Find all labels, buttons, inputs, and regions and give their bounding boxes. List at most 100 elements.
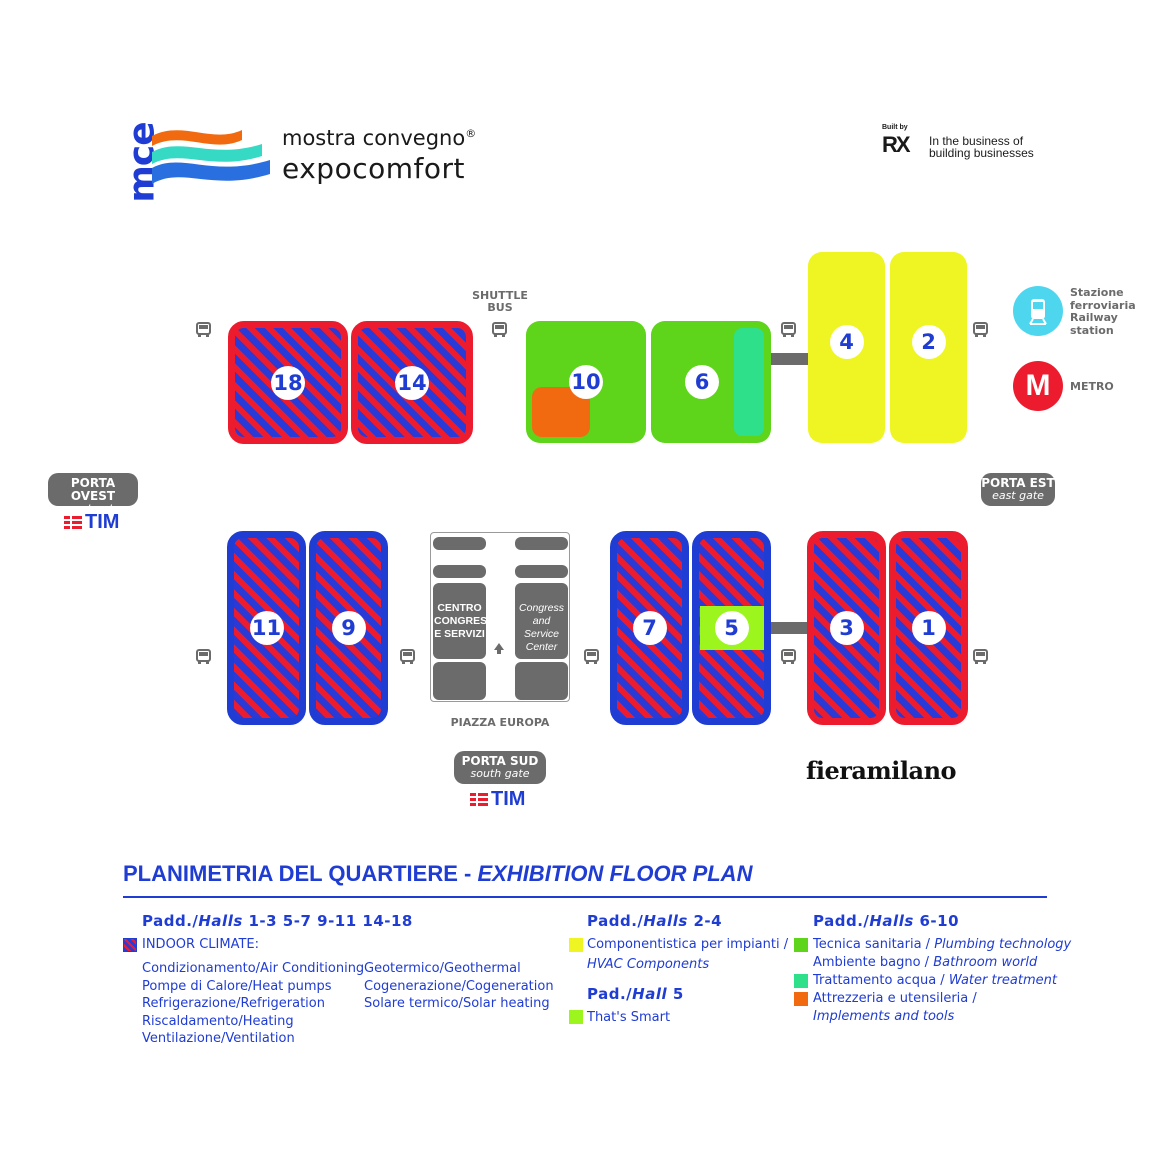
legend-text: Water treatment — [948, 973, 1057, 988]
shuttle-label-1: SHUTTLE — [472, 289, 528, 302]
legend-text: Plumbing technology — [934, 937, 1072, 952]
legend-category: INDOOR CLIMATE: — [142, 937, 259, 952]
legend-group-2-heading: Padd./Halls 2-4 — [587, 912, 722, 930]
rx-logo: Built by RX In the business of building … — [882, 124, 1062, 164]
hall-18[interactable]: 18 — [228, 321, 348, 444]
tim-label: TIM — [491, 788, 526, 811]
station-label-4: station — [1070, 323, 1114, 337]
rx-built-by: Built by — [882, 124, 908, 131]
rx-tagline-1: In the business of — [929, 134, 1024, 148]
legend-group-4-heading: Padd./Halls 6-10 — [813, 912, 959, 930]
heading-part: 2-4 — [687, 912, 723, 930]
hall-6-number: 6 — [685, 365, 719, 399]
gate-south[interactable]: PORTA SUD south gate — [454, 751, 546, 784]
hall-5[interactable]: 5 — [692, 531, 771, 725]
legend-smart: That's Smart — [587, 1010, 671, 1025]
walkway-connector — [771, 353, 808, 365]
station-label-2: ferroviaria — [1070, 298, 1136, 312]
heading-part: Hall — [632, 985, 668, 1003]
gate-west[interactable]: PORTA OVEST west gate — [48, 473, 138, 515]
legend-title: PLANIMETRIA DEL QUARTIERE - EXHIBITION F… — [123, 861, 752, 887]
legend-swatch-plumbing — [794, 938, 808, 952]
arrow-up-icon-stem — [497, 650, 501, 654]
legend-col2-item: Geotermico/Geothermal — [364, 961, 521, 976]
mce-logo: mce mostra convegno® expocomfort — [120, 120, 480, 202]
bus-stop-icon — [400, 649, 415, 664]
hall-2[interactable]: 2 — [890, 252, 967, 443]
hall-3-number: 3 — [829, 611, 864, 645]
legend-plumbing: Tecnica sanitaria / Plumbing technology — [813, 936, 1071, 954]
legend-hvac-en: HVAC Components — [587, 957, 710, 972]
hall-18-number: 18 — [271, 365, 305, 400]
hall-10-number: 10 — [569, 365, 603, 399]
legend-col2-item: Cogenerazione/Cogeneration — [364, 979, 554, 994]
heading-part: Halls — [869, 912, 914, 930]
metro-label: METRO — [1070, 380, 1114, 393]
legend-col2-item: Solare termico/Solar heating — [364, 996, 550, 1011]
legend-swatch-hvac — [569, 938, 583, 952]
legend: PLANIMETRIA DEL QUARTIERE - EXHIBITION F… — [0, 850, 1170, 1080]
congress-block — [515, 565, 568, 578]
bus-stop-icon — [196, 649, 211, 664]
gate-east-name: PORTA EST — [981, 476, 1055, 490]
legend-text: Trattamento acqua / — [813, 973, 949, 988]
hall-7[interactable]: 7 — [610, 531, 689, 725]
walkway-connector — [771, 622, 808, 634]
heading-part: Padd./ — [587, 912, 644, 930]
bus-stop-icon — [492, 322, 507, 337]
fieramilano-logo: fieramilano — [806, 756, 957, 785]
legend-col1-item: Ventilazione/Ventilation — [142, 1031, 295, 1046]
railway-station-icon — [1013, 286, 1063, 336]
legend-col1-item: Refrigerazione/Refrigeration — [142, 996, 325, 1011]
rx-tagline-2: building businesses — [929, 146, 1034, 160]
legend-col1-item: Riscaldamento/Heating — [142, 1014, 294, 1029]
hall-9[interactable]: 9 — [309, 531, 388, 725]
waves-icon — [152, 130, 270, 184]
heading-part: 1-3 5-7 9-11 14-18 — [242, 912, 413, 930]
legend-swatch-implements — [794, 992, 808, 1006]
hall-10[interactable]: 10 — [526, 321, 646, 443]
logo-line1: mostra convegno — [282, 126, 466, 150]
hall-6[interactable]: 6 — [651, 321, 771, 443]
heading-part: Padd./ — [813, 912, 870, 930]
legend-group-3-heading: Pad./Hall 5 — [587, 985, 684, 1003]
heading-part: 6-10 — [913, 912, 960, 930]
legend-title-it: PLANIMETRIA DEL QUARTIERE - — [123, 861, 478, 886]
centro-label-it: CENTRO CONGRESSI E SERVIZI — [434, 602, 498, 640]
legend-title-en: EXHIBITION FLOOR PLAN — [477, 861, 753, 886]
tim-label: TIM — [85, 511, 120, 534]
hall-1[interactable]: 1 — [889, 531, 968, 725]
hall-14[interactable]: 14 — [351, 321, 473, 444]
legend-text: Ambiente bagno / — [813, 955, 934, 970]
legend-swatch-water — [794, 974, 808, 988]
gate-west-sub: west gate — [65, 502, 121, 515]
hall-4[interactable]: 4 — [808, 252, 885, 443]
station-label-3: Railway — [1070, 311, 1118, 324]
hall-6-water-zone — [734, 328, 764, 436]
bus-stop-icon — [196, 322, 211, 337]
congress-block — [433, 565, 486, 578]
gate-south-sub: south gate — [470, 767, 530, 780]
hall-11[interactable]: 11 — [227, 531, 306, 725]
bus-stop-icon — [584, 649, 599, 664]
legend-swatch-smart — [569, 1010, 583, 1024]
legend-text: Tecnica sanitaria / — [813, 937, 935, 952]
heading-part: Halls — [643, 912, 688, 930]
rx-mark: RX — [882, 132, 911, 157]
hall-3[interactable]: 3 — [807, 531, 886, 725]
legend-swatch-indoor-climate — [123, 938, 137, 952]
congress-service-block: Congress and Service Center — [515, 583, 568, 659]
bus-stop-icon — [973, 322, 988, 337]
logo-line2: expocomfort — [282, 152, 465, 185]
bus-stop-icon — [781, 649, 796, 664]
legend-hvac-it: Componentistica per impianti / — [587, 937, 789, 952]
hall-14-number: 14 — [395, 365, 429, 400]
centro-congressi-block: CENTRO CONGRESSI E SERVIZI — [433, 583, 498, 659]
congress-centre[interactable]: CENTRO CONGRESSI E SERVIZI Congress and … — [430, 532, 570, 702]
heading-part: Halls — [198, 912, 243, 930]
hall-5-number: 5 — [714, 611, 749, 645]
logo-registered: ® — [465, 127, 477, 140]
gate-east[interactable]: PORTA EST east gate — [981, 473, 1055, 506]
heading-part: Pad./ — [587, 985, 633, 1003]
legend-implements-en: Implements and tools — [813, 1009, 955, 1024]
